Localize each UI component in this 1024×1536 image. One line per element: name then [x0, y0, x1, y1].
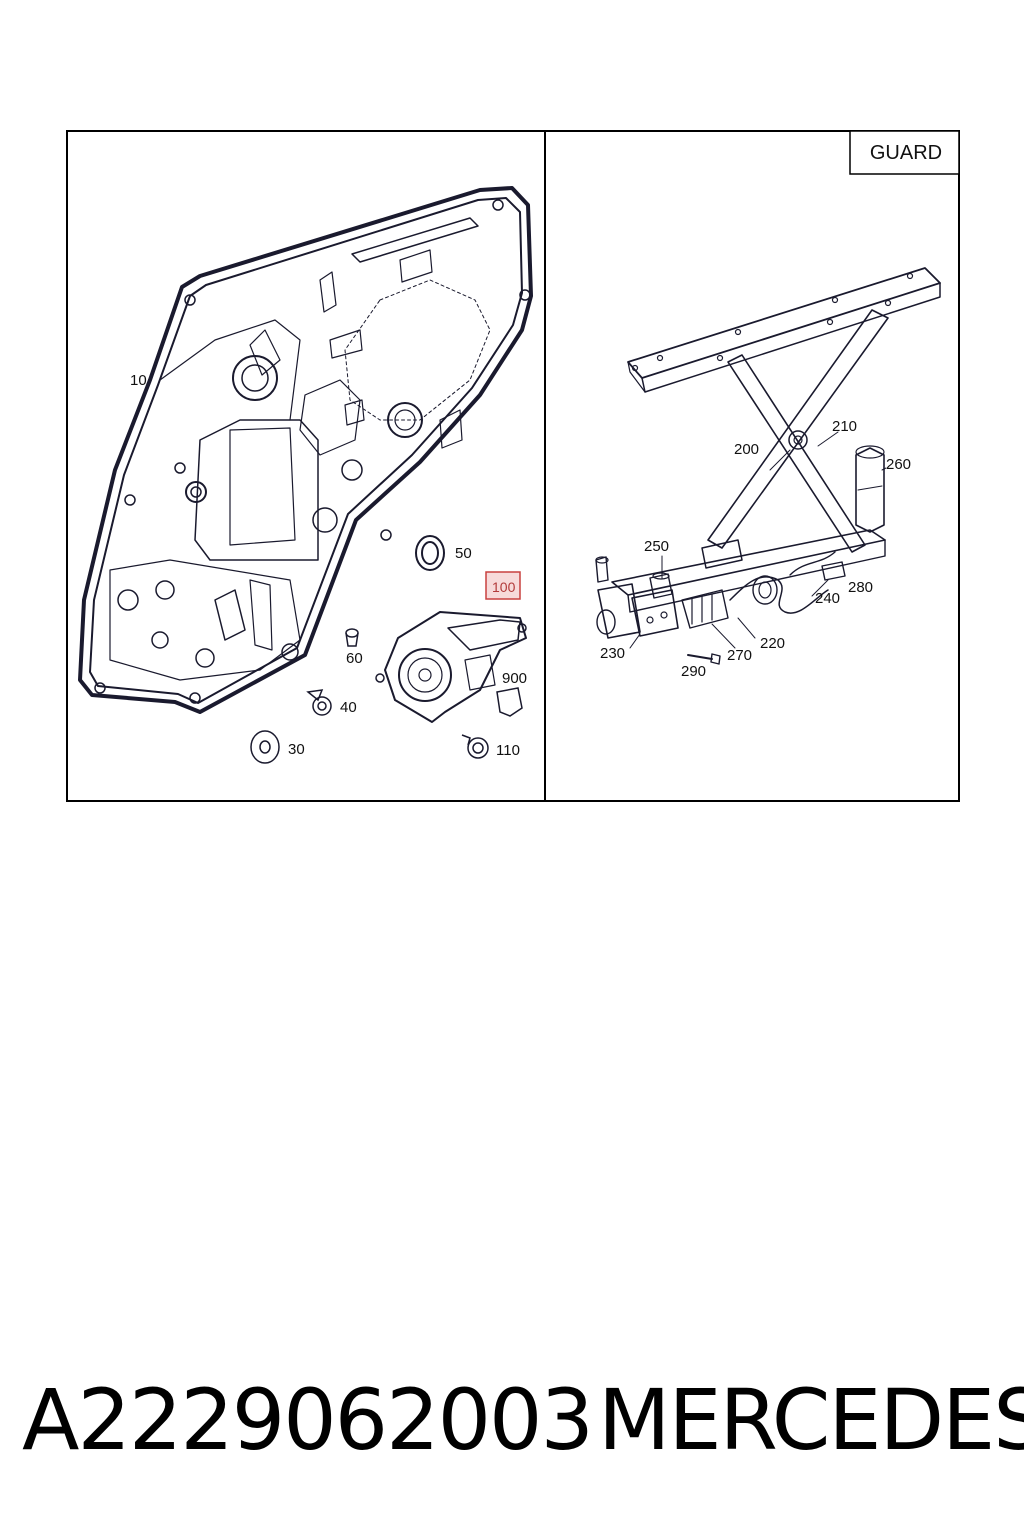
- callout-240: 240: [815, 590, 840, 607]
- callout-210: 210: [832, 418, 857, 435]
- callout-260: 260: [886, 456, 911, 473]
- parts-diagram: GUARD: [66, 130, 960, 802]
- door-carrier-panel: [78, 186, 533, 714]
- label-900: [496, 687, 523, 717]
- callout-220: 220: [760, 635, 785, 652]
- callout-230: 230: [600, 645, 625, 662]
- callout-200: 200: [734, 441, 759, 458]
- callout-50: 50: [455, 545, 472, 562]
- callout-10: 10: [130, 372, 147, 389]
- callout-270: 270: [727, 647, 752, 664]
- callout-60: 60: [346, 650, 363, 667]
- guard-label-box: GUARD: [849, 130, 960, 175]
- callout-100: 100: [492, 579, 516, 595]
- guard-label: GUARD: [870, 142, 942, 164]
- part-number: A2229062003: [22, 1371, 594, 1469]
- callout-40: 40: [340, 699, 357, 716]
- window-regulator-assembly: [595, 267, 941, 665]
- brand-name: MERCEDES: [598, 1371, 1024, 1469]
- callout-280: 280: [848, 579, 873, 596]
- clip-60: [345, 628, 359, 647]
- callout-900: 900: [502, 670, 527, 687]
- screw-40: [306, 689, 332, 716]
- callout-290: 290: [681, 663, 706, 680]
- washer-30: [250, 730, 280, 764]
- callout-labels: 10 50 60 40 30 110 900 100 200 210 260 2…: [130, 372, 911, 759]
- window-motor: [375, 611, 527, 723]
- footer-caption: A2229062003 MERCEDES: [0, 1370, 1024, 1480]
- diagram-frame: [66, 130, 960, 802]
- callout-110: 110: [496, 742, 520, 759]
- callout-250: 250: [644, 538, 669, 555]
- grommet-50: [415, 535, 445, 571]
- callout-30: 30: [288, 741, 305, 758]
- screw-110: [461, 734, 489, 759]
- callout-100-highlight: 100: [485, 571, 521, 600]
